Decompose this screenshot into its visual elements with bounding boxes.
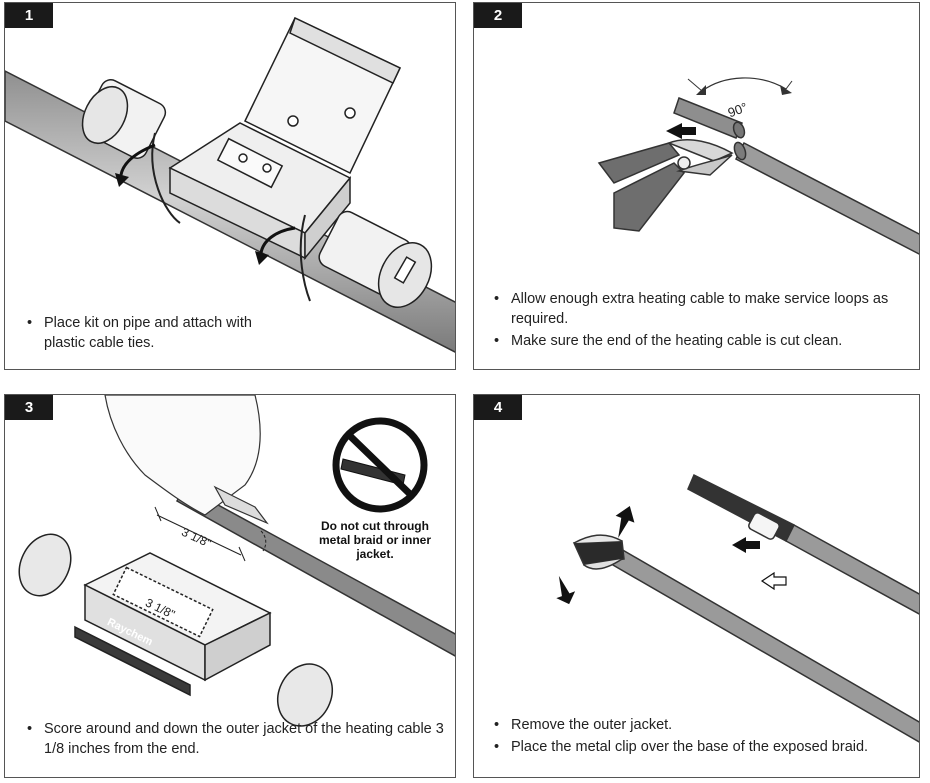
wire-cutters: [597, 139, 734, 232]
rotate-arrow-left: [119, 143, 156, 176]
peel-arrow-up: [615, 506, 635, 538]
clip-arrow-outline: [760, 571, 787, 591]
angle-label: 90°: [726, 99, 750, 120]
step-1-panel: 1: [4, 2, 456, 370]
cable-cut-illustration: 90°: [597, 77, 919, 255]
step-2-instructions: Allow enough extra heating cable to make…: [494, 289, 914, 353]
instruction-item: Place kit on pipe and attach with plasti…: [27, 313, 297, 353]
do-not-cut-warning: Do not cut through metal braid or inner …: [318, 519, 432, 561]
hand-with-knife: [104, 395, 269, 525]
step-3-instructions: Score around and down the outer jacket o…: [27, 719, 447, 761]
instruction-item: Remove the outer jacket.: [494, 715, 914, 735]
angle-arc: [701, 77, 787, 92]
stripped-cable: [572, 534, 919, 743]
measure-line-top: [154, 506, 246, 562]
instruction-item: Make sure the end of the heating cable i…: [494, 331, 914, 351]
measure-label-top: 3 1/8": [179, 525, 213, 551]
instruction-item: Allow enough extra heating cable to make…: [494, 289, 914, 329]
braid-cable: [687, 473, 919, 615]
step-number-badge: 1: [5, 3, 53, 28]
clip-arrow-filled: [732, 537, 760, 553]
push-arrow: [666, 123, 696, 139]
step-4-panel: 4 Remove the outer jacket. Place the met…: [473, 394, 920, 778]
do-not-cut-symbol: [332, 417, 428, 513]
step-number-badge: 3: [5, 395, 53, 420]
cut-cable-piece: [673, 97, 746, 139]
junction-box: [18, 533, 334, 727]
score-jacket-illustration: 3 1/8" 3 1/8" Raychem: [18, 395, 455, 727]
rotate-arrow-right: [259, 226, 296, 254]
step-3-panel: 3 3 1/8" 3 1/8" R: [4, 394, 456, 778]
step-number-badge: 4: [474, 395, 522, 420]
instruction-item: Score around and down the outer jacket o…: [27, 719, 447, 759]
step-number-badge: 2: [474, 3, 522, 28]
left-gland: [81, 79, 167, 159]
instruction-item: Place the metal clip over the base of th…: [494, 737, 914, 757]
step-1-instructions: Place kit on pipe and attach with plasti…: [27, 313, 297, 355]
pipe-kit-illustration: [5, 16, 455, 353]
step-2-panel: 2 90° Allow enough extra heating ca: [473, 2, 920, 370]
step-4-instructions: Remove the outer jacket. Place the metal…: [494, 715, 914, 759]
heating-cable: [733, 141, 919, 255]
right-gland: [318, 210, 433, 308]
remove-jacket-illustration: [556, 473, 919, 743]
peel-arrow-down: [556, 575, 576, 605]
